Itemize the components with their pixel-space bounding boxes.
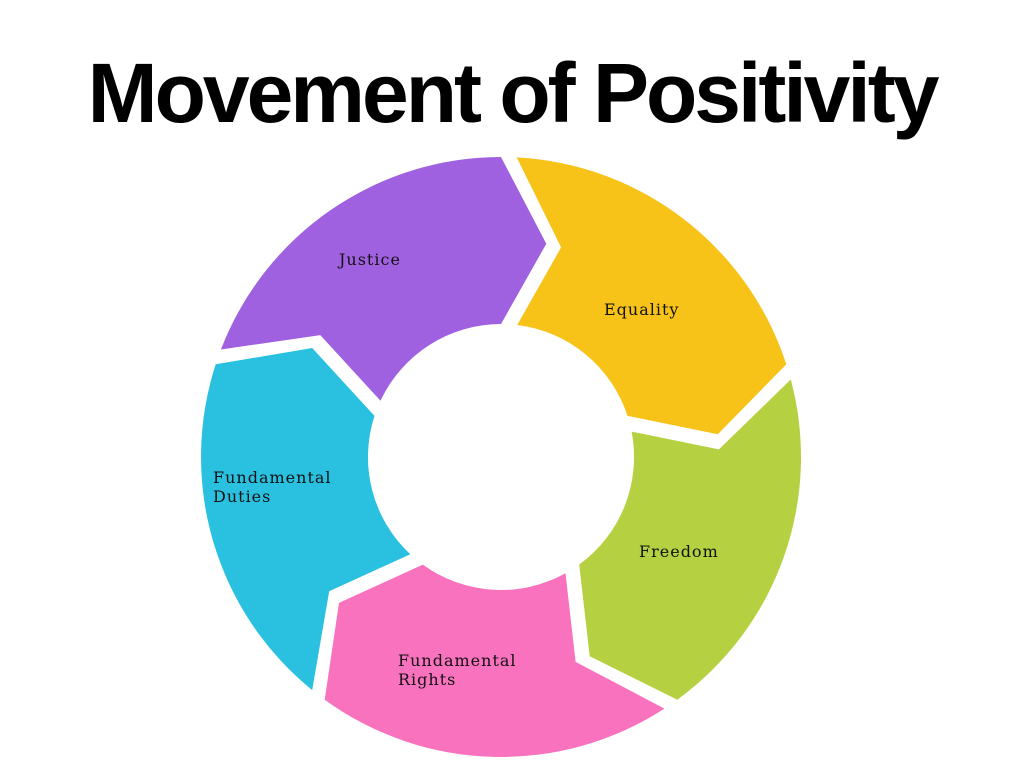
segment-freedom bbox=[579, 379, 802, 700]
diagram-title: Movement of Positivity bbox=[87, 46, 940, 140]
segment-justice bbox=[220, 157, 547, 401]
label-fundamental-duties: Fundamental Duties bbox=[213, 468, 332, 506]
label-freedom: Freedom bbox=[639, 542, 719, 561]
label-justice: Justice bbox=[339, 250, 401, 269]
label-equality: Equality bbox=[604, 300, 680, 319]
segment-equality bbox=[516, 157, 787, 435]
segment-fundamental-rights bbox=[324, 564, 665, 757]
label-fundamental-rights: Fundamental Rights bbox=[398, 651, 517, 689]
segment-fundamental-duties bbox=[201, 348, 411, 691]
